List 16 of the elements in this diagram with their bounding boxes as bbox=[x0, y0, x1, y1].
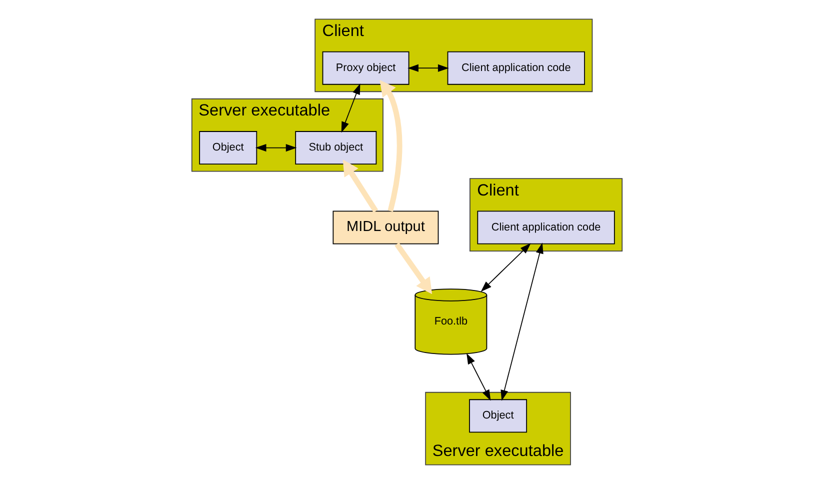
arrow bbox=[394, 242, 432, 294]
arrow bbox=[407, 64, 448, 72]
node-box: Object bbox=[198, 131, 257, 165]
node-box: MIDL output bbox=[332, 210, 438, 244]
arrow bbox=[342, 160, 378, 213]
arrow bbox=[254, 144, 296, 152]
node-box: Stub object bbox=[294, 131, 376, 165]
arrow bbox=[379, 80, 402, 212]
arrow bbox=[340, 83, 360, 133]
arrow bbox=[500, 242, 543, 401]
arrow bbox=[480, 243, 530, 292]
arrow bbox=[466, 353, 490, 401]
node-box: Proxy object bbox=[322, 51, 409, 85]
node-box: Object bbox=[468, 399, 527, 433]
node-box: Client application code bbox=[446, 51, 584, 85]
node-box: Client application code bbox=[476, 210, 614, 244]
